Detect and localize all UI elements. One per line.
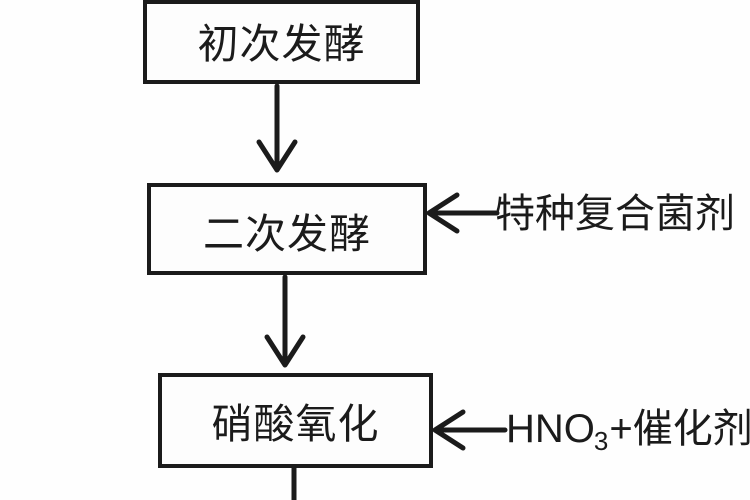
- input-label-compound-bacteria-agent: 特种复合菌剂: [495, 191, 735, 237]
- node-label: 硝酸氧化: [211, 401, 380, 447]
- chemical-formula-subscript: 3: [593, 426, 609, 456]
- arrow-down-1: [256, 83, 298, 173]
- chemical-formula: HNO: [506, 407, 595, 451]
- arrow-left-bacteria-agent: [426, 192, 500, 234]
- flow-node-primary-fermentation: 初次发酵: [143, 0, 420, 84]
- node-label: 初次发酵: [197, 20, 366, 67]
- flow-node-nitric-acid-oxidation: 硝酸氧化: [158, 373, 433, 468]
- input-label-suffix: +催化剂: [609, 407, 750, 451]
- arrow-left-hno3-catalyst: [432, 409, 508, 451]
- arrow-down-2: [264, 274, 306, 368]
- input-label-text: 特种复合菌剂: [495, 192, 735, 236]
- node-label: 二次发酵: [203, 210, 371, 257]
- flow-node-secondary-fermentation: 二次发酵: [147, 183, 427, 275]
- input-label-hno3-catalyst: HNO3+催化剂: [506, 406, 750, 456]
